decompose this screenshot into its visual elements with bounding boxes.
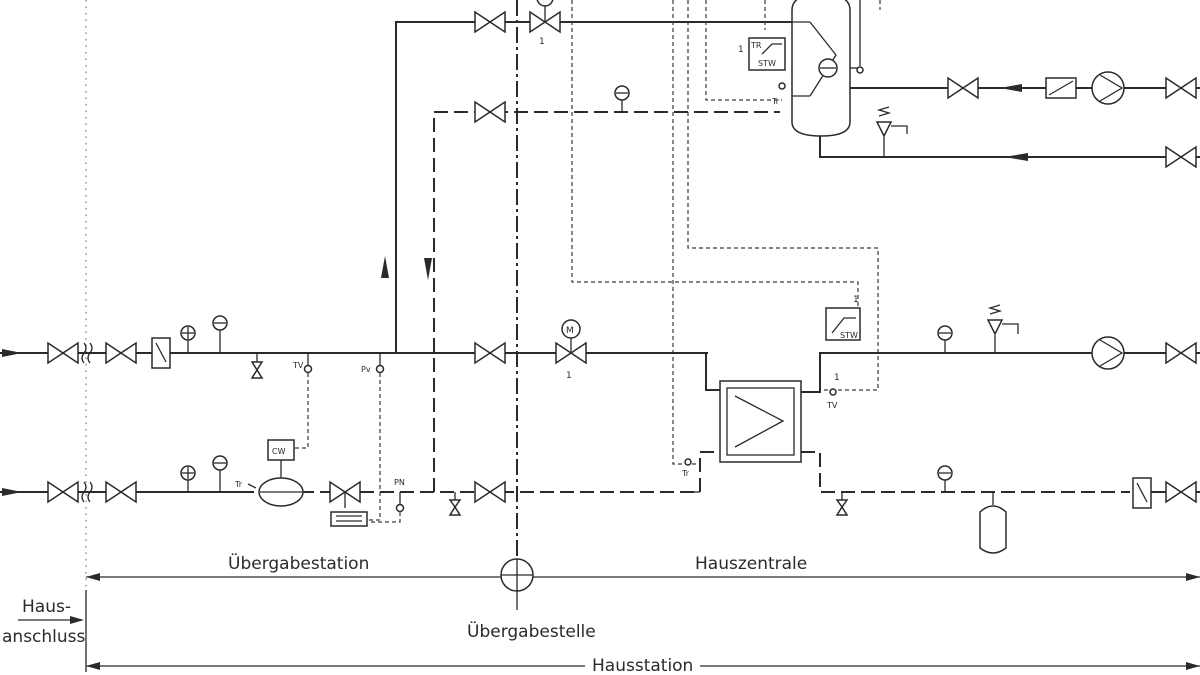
supply-coupling-icon bbox=[81, 342, 93, 364]
tv-signal-line bbox=[294, 373, 309, 449]
return-pressure-sensor-pn: PN bbox=[394, 478, 405, 513]
control-line-2 bbox=[687, 0, 879, 391]
return-thermometer-icon bbox=[212, 455, 228, 492]
storage-motor-valve: 1 bbox=[529, 0, 561, 47]
supply-drain-icon bbox=[250, 353, 264, 379]
stw-tag-tank: STW bbox=[758, 59, 776, 68]
label-hauszentrale: Hauszentrale bbox=[695, 554, 807, 574]
pn-signal-line bbox=[368, 512, 401, 523]
motor-number: 1 bbox=[566, 371, 572, 381]
station-dimension-line bbox=[86, 573, 1200, 581]
tv-tag: TV bbox=[292, 361, 304, 370]
control-line-1 bbox=[672, 0, 700, 465]
tr-tag-tank: Tr bbox=[771, 97, 780, 106]
heating-motor-valve: M 1 bbox=[555, 319, 587, 381]
secondary-return-valve bbox=[1165, 480, 1197, 504]
return-pressure-gauge-icon bbox=[180, 465, 196, 492]
differential-pressure-valve bbox=[329, 480, 368, 527]
cw-tag: CW bbox=[272, 447, 286, 456]
motor-number-top: 1 bbox=[539, 37, 545, 47]
return-temp-sensor-tr: Tr bbox=[234, 480, 257, 489]
tr-tag-left: Tr bbox=[234, 480, 243, 489]
tv-tag-secondary: TV bbox=[826, 401, 838, 410]
stw-controller: STW 1 bbox=[825, 295, 861, 341]
control-line-3 bbox=[705, 0, 782, 101]
tank-temp-sensor: Tr bbox=[771, 82, 786, 106]
heat-exchanger bbox=[719, 380, 802, 463]
supply-shutoff-valve-2 bbox=[105, 341, 137, 365]
secondary-safety-valve-icon bbox=[986, 304, 1019, 353]
tank-sensor-pin bbox=[850, 0, 864, 74]
return-shutoff-valve-1 bbox=[47, 480, 79, 504]
secondary-thermometer-icon bbox=[937, 325, 953, 353]
return-drain-icon bbox=[448, 492, 462, 516]
motor-tag: M bbox=[566, 326, 574, 336]
expansion-vessel-icon bbox=[979, 492, 1007, 554]
secondary-supply-line bbox=[801, 352, 1200, 393]
hx-primary-in bbox=[586, 352, 720, 391]
heating-shutoff-valve bbox=[474, 341, 506, 365]
supply-temp-sensor-tv: TV bbox=[292, 353, 313, 374]
stw-tag: STW bbox=[840, 331, 858, 340]
supply-pressure-sensor-pv: Pv bbox=[361, 353, 385, 374]
return-coupling-icon bbox=[81, 481, 93, 503]
supply-strainer-icon bbox=[151, 337, 171, 369]
dhw-check-valve-icon bbox=[1045, 77, 1077, 99]
secondary-return-line bbox=[801, 451, 1130, 493]
return-shutoff-valve-3 bbox=[474, 480, 506, 504]
secondary-return-drain-icon bbox=[835, 492, 849, 516]
control-line-4 bbox=[571, 0, 859, 310]
transfer-point-symbol bbox=[500, 558, 534, 610]
secondary-return-thermometer-icon bbox=[937, 465, 953, 492]
cold-water-valve bbox=[1165, 145, 1197, 169]
hot-water-storage-tank bbox=[791, 0, 851, 137]
storage-return-riser bbox=[424, 111, 780, 492]
hx-return-temp-sensor: Tr bbox=[681, 458, 692, 478]
dhw-end-valve bbox=[1165, 76, 1197, 100]
unit-number-secondary: 1 bbox=[834, 373, 840, 383]
circulation-pump-icon bbox=[1091, 71, 1125, 105]
dhw-flow-arrow bbox=[1000, 84, 1022, 92]
secondary-supply-valve bbox=[1165, 341, 1197, 365]
supply-shutoff-valve-1 bbox=[47, 341, 79, 365]
storage-return-valve bbox=[474, 100, 506, 124]
heating-pump-icon bbox=[1091, 336, 1125, 370]
storage-return-thermometer-icon bbox=[614, 85, 630, 112]
label-hausstation: Hausstation bbox=[592, 656, 693, 675]
pv-signal-line bbox=[368, 373, 381, 521]
label-uebergabestelle: Übergabestelle bbox=[467, 620, 596, 642]
hausstation-dimension-line bbox=[85, 590, 1200, 672]
label-hausanschluss-2: anschluss bbox=[2, 627, 86, 647]
supply-thermometer-icon bbox=[212, 315, 228, 353]
unit-number-stw: 1 bbox=[853, 295, 859, 305]
label-uebergabestation: Übergabestation bbox=[228, 552, 369, 574]
dhw-shutoff-valve bbox=[947, 76, 979, 100]
supply-pressure-gauge-icon bbox=[180, 325, 196, 353]
tr-tag: TR bbox=[750, 41, 762, 50]
unit-number-tank: 1 bbox=[738, 45, 744, 55]
secondary-return-strainer-icon bbox=[1132, 477, 1152, 509]
heat-meter-icon: CW bbox=[258, 439, 304, 507]
cold-water-line bbox=[819, 136, 1200, 158]
tr-stw-controller: TR STW 1 bbox=[738, 37, 786, 71]
pv-tag: Pv bbox=[361, 365, 371, 374]
tank-safety-valve-icon bbox=[875, 106, 908, 157]
secondary-temp-sensor: TV 1 bbox=[826, 373, 840, 410]
return-shutoff-valve-2 bbox=[105, 480, 137, 504]
cold-water-arrow bbox=[1004, 153, 1028, 161]
label-hausanschluss-1: Haus- bbox=[22, 597, 71, 617]
hx-primary-out bbox=[699, 451, 720, 492]
tr-tag-hx: Tr bbox=[681, 469, 690, 478]
hausanschluss-arrow bbox=[18, 616, 84, 624]
pn-tag: PN bbox=[394, 478, 405, 487]
storage-supply-valve bbox=[474, 10, 506, 34]
